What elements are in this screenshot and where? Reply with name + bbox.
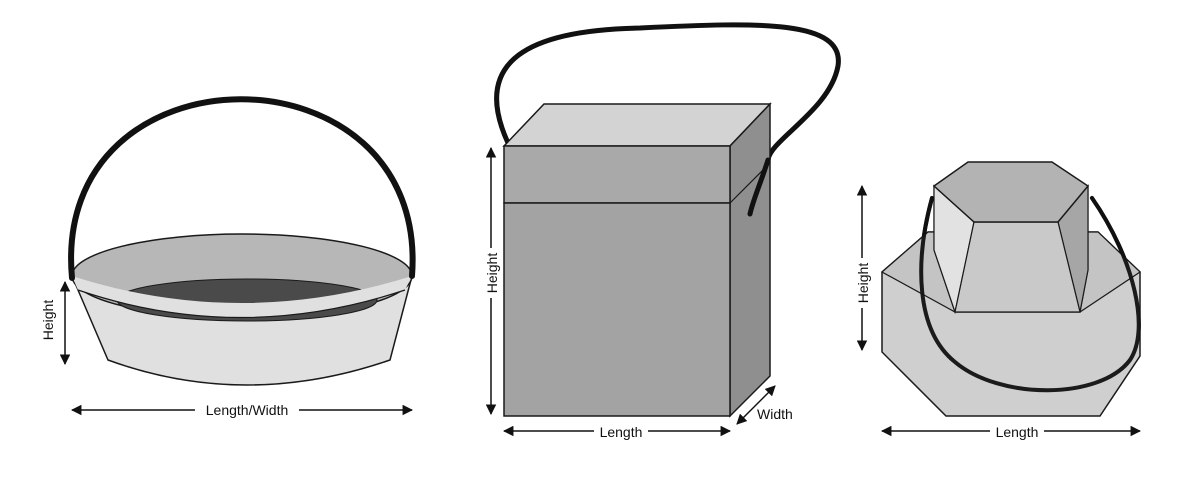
box-top-face	[502, 103, 772, 147]
box-height-label: Height	[484, 253, 500, 294]
box-width-label: Width	[757, 406, 793, 422]
box-lid-front	[503, 145, 731, 204]
octagon-height-label: Height	[855, 263, 871, 304]
arrow-double-diagonal-icon	[736, 385, 776, 425]
octagon-lid-top	[932, 161, 1090, 223]
octagon-length-label: Length	[996, 424, 1039, 440]
box-front-face	[503, 202, 731, 417]
box-side-face	[729, 102, 771, 418]
round-basket-figure: Height Length/Width	[40, 96, 416, 418]
box-length-label: Length	[600, 424, 643, 440]
basket-handle	[68, 96, 416, 281]
basket-length-width-label: Length/Width	[206, 402, 289, 418]
basket-height-label: Height	[40, 300, 56, 341]
octagonal-box-figure: Height Length	[853, 161, 1142, 440]
rectangular-box-figure: Height Length Width	[482, 22, 841, 440]
